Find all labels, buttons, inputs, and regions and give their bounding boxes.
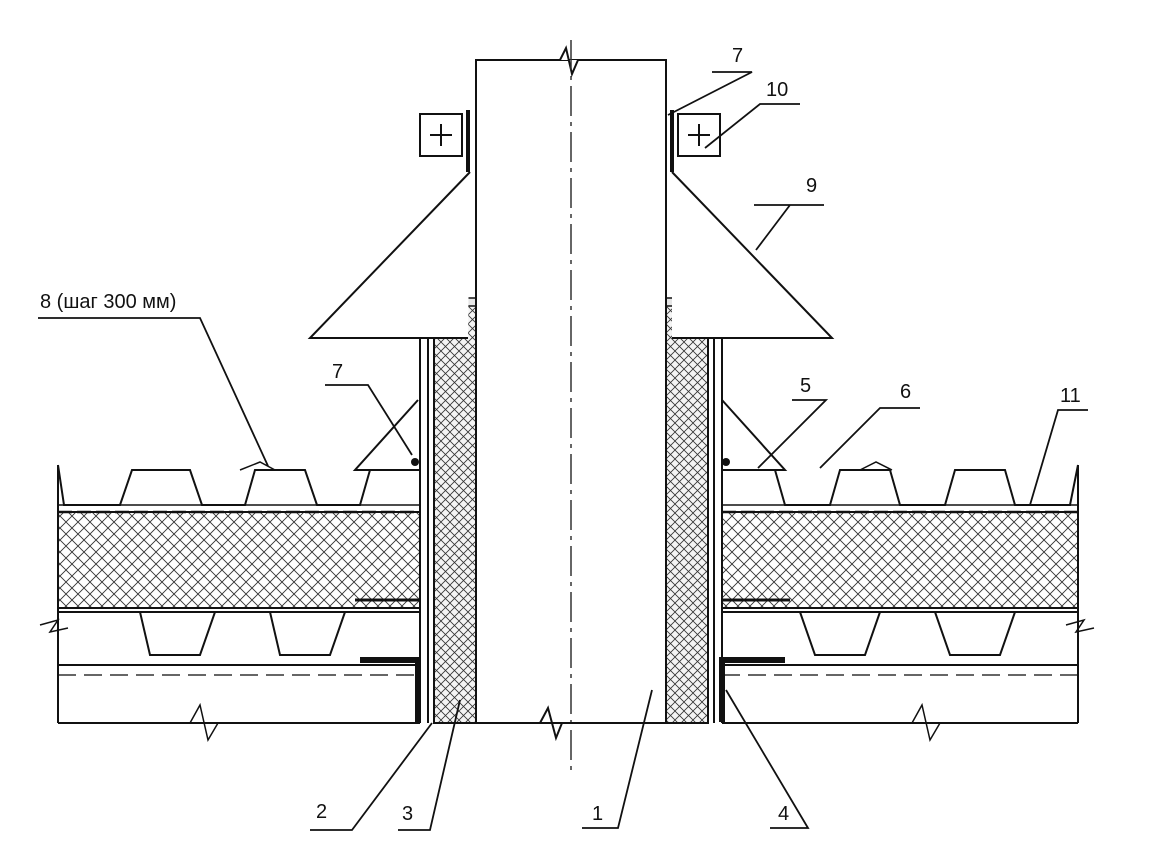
- left-apron: [307, 171, 471, 339]
- callout-labels: 1 2 3 4 5 6 7 7 8 (шаг 300 мм) 9 10 11: [40, 45, 1081, 825]
- left-roof-assembly: [39, 461, 421, 743]
- cone-apron: [307, 110, 835, 339]
- right-apron: [671, 171, 835, 339]
- callout-3: 3: [402, 803, 413, 825]
- callout-1: 1: [592, 803, 603, 825]
- callout-7-left: 7: [332, 361, 343, 383]
- callout-4: 4: [778, 803, 789, 825]
- left-casing-insulation: [433, 304, 477, 724]
- callout-10: 10: [766, 79, 788, 101]
- callout-9: 9: [806, 175, 817, 197]
- callout-7-top: 7: [732, 45, 743, 67]
- callout-5: 5: [800, 375, 811, 397]
- leader-lines: [38, 71, 1088, 831]
- left-insulation-slab: [57, 511, 421, 609]
- callout-2: 2: [316, 801, 327, 823]
- clamp-left: [419, 113, 463, 157]
- left-support-bracket: [352, 399, 419, 471]
- pipe: [475, 40, 667, 775]
- callout-8: 8 (шаг 300 мм): [40, 291, 176, 313]
- left-lower-profiled-deck: [58, 611, 420, 656]
- right-roof-assembly: [719, 461, 1095, 743]
- callout-11: 11: [1060, 385, 1081, 407]
- right-support-bracket: [721, 399, 788, 471]
- callout-6: 6: [900, 381, 911, 403]
- clamp-right: [677, 113, 721, 157]
- right-insulation-slab: [721, 511, 1079, 609]
- right-lower-profiled-deck: [722, 611, 1078, 656]
- right-casing-insulation: [665, 304, 709, 724]
